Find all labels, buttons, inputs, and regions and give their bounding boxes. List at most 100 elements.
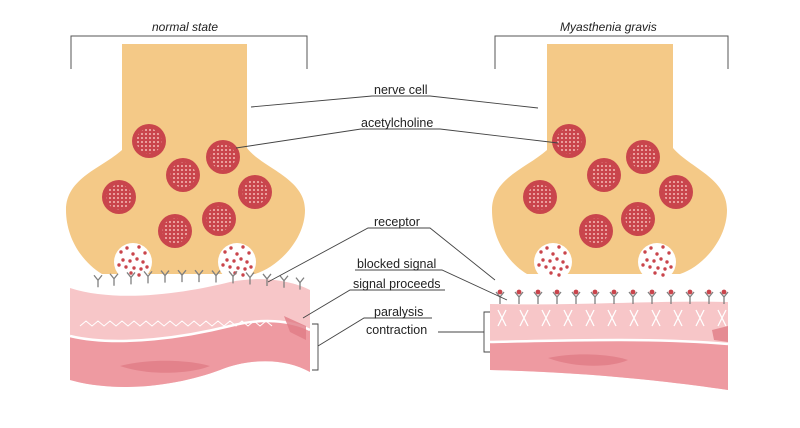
receptor	[126, 272, 136, 285]
left-release-sites	[114, 243, 256, 281]
receptor	[262, 273, 272, 286]
acetylcholine-dot	[669, 265, 673, 269]
acetylcholine-dot	[559, 267, 563, 271]
acetylcholine-dot	[137, 245, 141, 249]
receptor	[143, 270, 153, 284]
vesicle-content	[630, 144, 656, 170]
receptor	[93, 274, 103, 288]
acetylcholine-dot	[561, 260, 565, 264]
acetylcholine-dot	[659, 257, 663, 261]
acetylcholine-dot	[145, 265, 149, 269]
receptor	[704, 289, 714, 304]
left-neurotransmitters	[117, 245, 253, 277]
receptor	[609, 289, 619, 304]
vesicle-content	[625, 206, 651, 232]
leader-lines	[235, 95, 559, 371]
acetylcholine-dot	[245, 260, 249, 264]
acetylcholine-dot	[665, 260, 669, 264]
acetylcholine-dot	[235, 252, 239, 256]
receptor	[590, 289, 600, 304]
label-signal-proceeds: signal proceeds	[353, 277, 441, 291]
vesicle-content	[170, 162, 196, 188]
left-muscle-fiber	[69, 279, 311, 387]
right-receptors	[495, 289, 729, 304]
label-paralysis: paralysis	[374, 305, 424, 319]
acetylcholine-dot	[135, 257, 139, 261]
receptor	[160, 270, 170, 283]
acetylcholine-dot	[241, 245, 245, 249]
receptor	[685, 289, 695, 304]
acetylcholine-dot	[139, 267, 143, 271]
receptor	[177, 269, 187, 283]
acetylcholine-dot	[228, 265, 232, 269]
acetylcholine-dot	[661, 273, 665, 277]
acetylcholine-dot	[229, 246, 233, 250]
receptor	[571, 289, 581, 304]
receptor	[552, 289, 562, 304]
acetylcholine-dot	[653, 271, 657, 275]
vesicle-content	[206, 206, 232, 232]
label-blocked-signal: blocked signal	[357, 257, 437, 271]
receptor	[194, 269, 204, 283]
receptor	[228, 270, 238, 284]
label-receptor: receptor	[374, 215, 420, 229]
right-bracket	[494, 35, 729, 69]
acetylcholine-dot	[648, 265, 652, 269]
right-vesicles	[523, 124, 693, 248]
left-vesicles	[102, 124, 272, 248]
acetylcholine-dot	[125, 246, 129, 250]
acetylcholine-dot	[649, 246, 653, 250]
receptor	[719, 289, 729, 304]
acetylcholine-dot	[128, 259, 132, 263]
acetylcholine-dot	[557, 245, 561, 249]
right-neurotransmitters	[537, 245, 673, 277]
left-receptors	[93, 269, 305, 290]
receptor	[279, 275, 289, 288]
vesicle-content	[556, 128, 582, 154]
acetylcholine-dot	[141, 260, 145, 264]
acetylcholine-dot	[655, 252, 659, 256]
acetylcholine-dot	[544, 265, 548, 269]
acetylcholine-dot	[563, 251, 567, 255]
acetylcholine-dot	[667, 251, 671, 255]
acetylcholine-dot	[652, 259, 656, 263]
vesicle-content	[162, 218, 188, 244]
vesicle-content	[242, 179, 268, 205]
vesicle-content	[527, 184, 553, 210]
receptor	[295, 277, 305, 290]
acetylcholine-dot	[247, 251, 251, 255]
receptor	[628, 289, 638, 304]
acetylcholine-dot	[643, 250, 647, 254]
acetylcholine-dot	[541, 258, 545, 262]
label-contraction: contraction	[366, 323, 428, 337]
left-bracket	[70, 35, 308, 69]
right-muscle-fiber	[489, 301, 729, 390]
acetylcholine-dot	[137, 273, 141, 277]
receptor	[666, 289, 676, 304]
acetylcholine-dot	[555, 257, 559, 261]
acetylcholine-dot	[241, 273, 245, 277]
right-release-sites	[534, 243, 676, 281]
receptor	[533, 289, 543, 304]
acetylcholine-dot	[119, 250, 123, 254]
acetylcholine-dot	[537, 263, 541, 267]
acetylcholine-dot	[239, 257, 243, 261]
acetylcholine-dot	[557, 273, 561, 277]
acetylcholine-dot	[552, 266, 556, 270]
acetylcholine-dot	[131, 252, 135, 256]
vesicle-content	[210, 144, 236, 170]
acetylcholine-dot	[117, 263, 121, 267]
acetylcholine-dot	[124, 265, 128, 269]
receptor	[211, 270, 221, 283]
acetylcholine-dot	[661, 245, 665, 249]
vesicle-content	[106, 184, 132, 210]
heading-normal-state: normal state	[152, 20, 219, 34]
acetylcholine-dot	[656, 266, 660, 270]
acetylcholine-dot	[223, 250, 227, 254]
receptor	[647, 289, 657, 304]
acetylcholine-dot	[645, 258, 649, 262]
vesicle-content	[583, 218, 609, 244]
label-nerve-cell: nerve cell	[374, 83, 428, 97]
